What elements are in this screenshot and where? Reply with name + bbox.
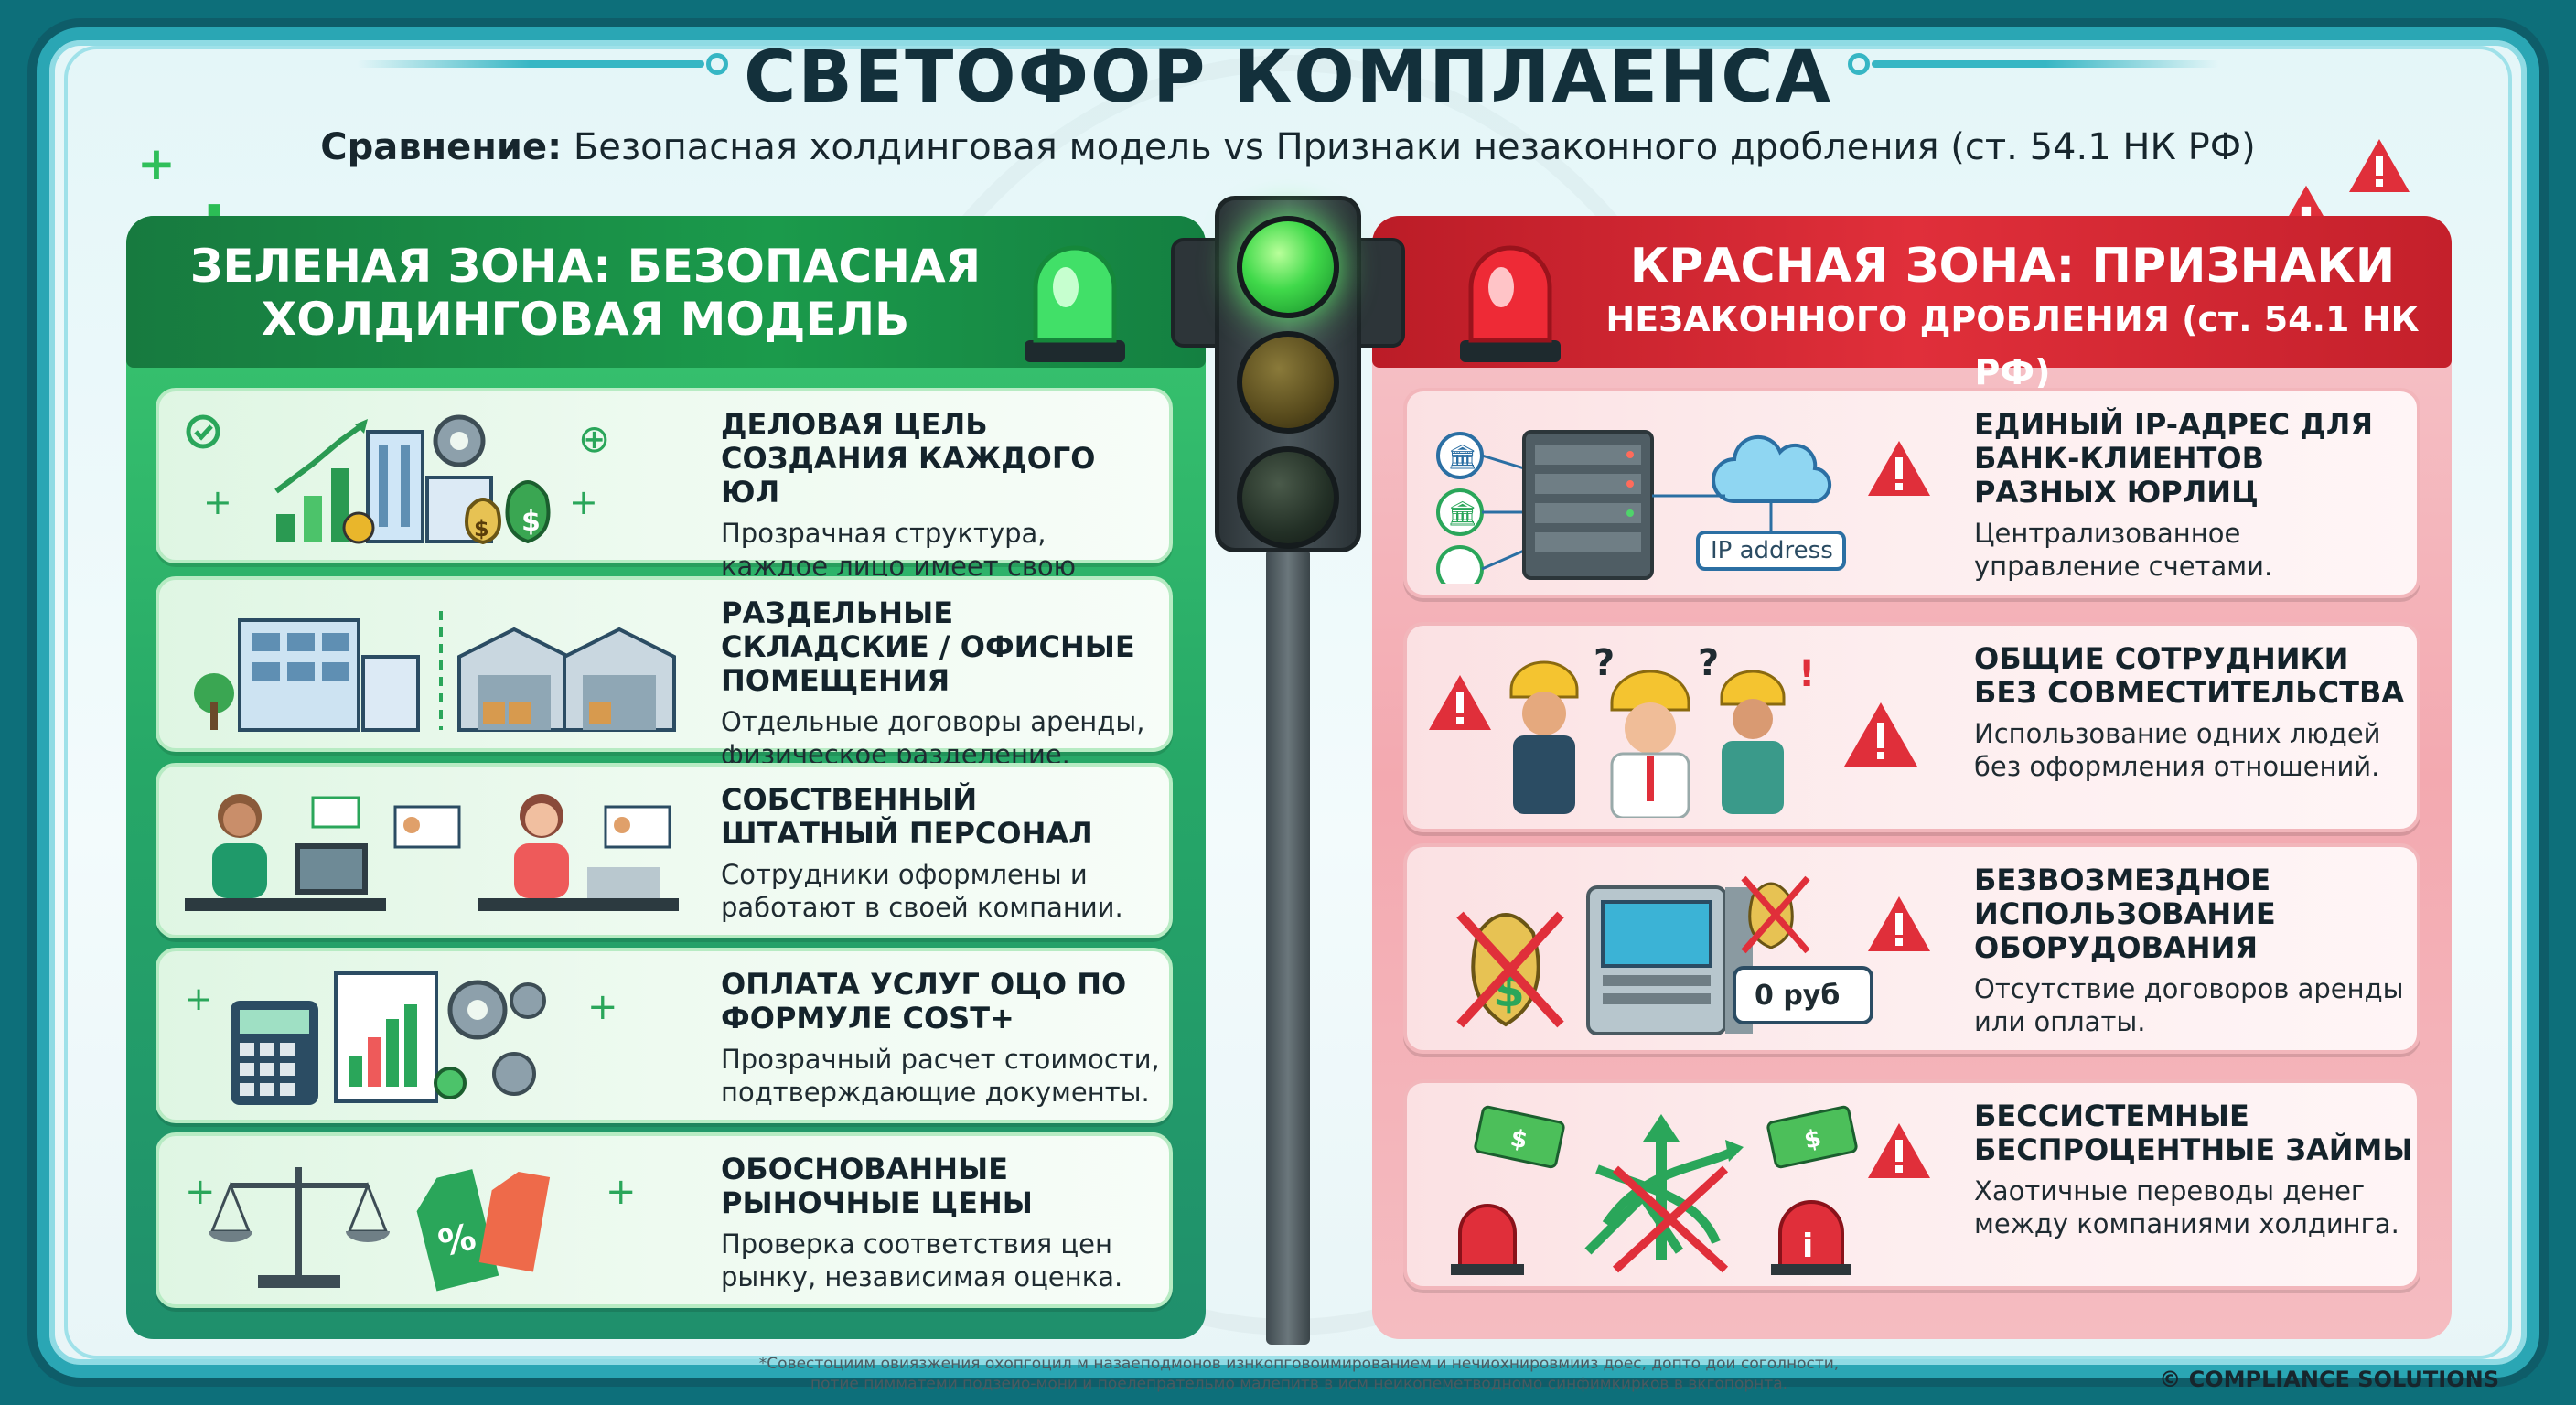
svg-text:🏛: 🏛 — [1447, 444, 1477, 471]
card-description: Прозрачный расчет стоимости, подтверждаю… — [721, 1044, 1160, 1108]
footer-note-line2: потие пимматеми подзеио-мони и поелепрат… — [810, 1375, 1788, 1393]
green-beacon-icon — [1025, 245, 1125, 362]
svg-text:i: i — [1802, 1228, 1813, 1265]
card-heading: РАЗДЕЛЬНЫЕ СКЛАДСКИЕ / ОФИСНЫЕ ПОМЕЩЕНИЯ — [721, 595, 1135, 698]
green-zone-title: ЗЕЛЕНАЯ ЗОНА: БЕЗОПАСНАЯ ХОЛДИНГОВАЯ МОД… — [165, 240, 1006, 346]
card-heading: СОБСТВЕННЫЙ ШТАТНЫЙ ПЕРСОНАЛ — [721, 782, 1093, 851]
green-zone-title-line1: ЗЕЛЕНАЯ ЗОНА: БЕЗОПАСНАЯ — [189, 240, 982, 293]
green-card-cost-plus: + + ОПЛАТА УСЛУГ ОЦО ПО ФОРМУЛЕ Cost+ Пр… — [156, 948, 1173, 1123]
card-heading: БЕССИСТЕМНЫЕ БЕСПРОЦЕНТНЫЕ ЗАЙМЫ — [1974, 1099, 2413, 1167]
server-ip-cloud-icon: 🏛 🏛 IP address — [1436, 430, 1930, 584]
crossed-money-atm-icon: $ 0 руб — [1456, 875, 1930, 1035]
card-description: Хаотичные переводы денег между компаниям… — [1974, 1175, 2399, 1239]
red-zone-title-line1: КРАСНАЯ ЗОНА: ПРИЗНАКИ — [1629, 239, 2396, 294]
office-warehouse-icon — [194, 611, 676, 732]
svg-text:?: ? — [1594, 642, 1615, 684]
red-beacon-icon — [1460, 245, 1561, 362]
red-card-free-equipment: $ 0 руб БЕЗВОЗМЕЗДНОЕ ИСПОЛЬЗОВАНИЕ ОБОР… — [1403, 843, 2420, 1054]
red-card-shared-ip: 🏛 🏛 IP address ЕДИНЫЙ IP-АДРЕС ДЛЯ БАНК-… — [1403, 388, 2420, 598]
confused-workers-icon: ? ? ! — [1429, 642, 1917, 818]
svg-text:+: + — [606, 1171, 637, 1213]
page-title: СВЕТОФОР КОМПЛАЕНСА — [744, 37, 1832, 119]
zero-rubles-label: 0 руб — [1755, 980, 1840, 1012]
card-description: Централизованное управление счетами. — [1974, 518, 2273, 582]
plus-icon: + — [137, 137, 176, 190]
employees-at-desks-icon — [185, 794, 679, 911]
card-description: Отсутствие договоров аренды или оплаты. — [1974, 973, 2404, 1037]
svg-text:$: $ — [1802, 1124, 1824, 1154]
traffic-light-yellow-lamp — [1237, 331, 1339, 434]
chaotic-transfers-icon: $ $ i — [1451, 1105, 1930, 1275]
ip-address-label: IP address — [1711, 537, 1833, 564]
svg-text:$: $ — [474, 516, 489, 542]
green-zone-title-line2: ХОЛДИНГОВАЯ МОДЕЛЬ — [261, 293, 910, 346]
card-heading: ОБОСНОВАННЫЕ РЫНОЧНЫЕ ЦЕНЫ — [721, 1152, 1033, 1220]
card-heading: ОБЩИЕ СОТРУДНИКИ БЕЗ СОВМЕСТИТЕЛЬСТВА — [1974, 641, 2405, 710]
card-description: Отдельные договоры аренды, физическое ра… — [721, 706, 1145, 770]
page-subtitle: Сравнение: Безопасная холдинговая модель… — [0, 126, 2576, 168]
traffic-light-pole — [1266, 549, 1310, 1345]
svg-text:+: + — [203, 482, 232, 522]
warning-icon — [2349, 139, 2410, 192]
title-dot-left — [706, 53, 728, 75]
svg-text:+: + — [185, 981, 212, 1018]
copyright: © COMPLIANCE SOLUTIONS — [2159, 1367, 2499, 1392]
footer-note: *Совестоциим овиязжения охопгоцил м наза… — [512, 1354, 2086, 1394]
card-heading: БЕЗВОЗМЕЗДНОЕ ИСПОЛЬЗОВАНИЕ ОБОРУДОВАНИЯ — [1974, 863, 2276, 965]
red-card-shared-employees: ? ? ! ОБЩИЕ СОТРУДНИКИ БЕЗ СОВМЕСТИТЕЛЬС… — [1403, 622, 2420, 832]
svg-text:?: ? — [1698, 642, 1719, 684]
traffic-light-visor-right — [1354, 238, 1405, 348]
svg-text:+: + — [569, 482, 598, 522]
card-heading: ЕДИНЫЙ IP-АДРЕС ДЛЯ БАНК-КЛИЕНТОВ РАЗНЫХ… — [1974, 407, 2373, 509]
card-heading: ДЕЛОВАЯ ЦЕЛЬ СОЗДАНИЯ КАЖДОГО ЮЛ — [721, 407, 1096, 509]
subtitle-text: Безопасная холдинговая модель vs Признак… — [573, 126, 2256, 168]
card-description: Сотрудники оформлены и работают в своей … — [721, 859, 1123, 923]
green-card-own-staff: СОБСТВЕННЫЙ ШТАТНЫЙ ПЕРСОНАЛ Сотрудники … — [156, 763, 1173, 938]
footer-note-line1: *Совестоциим овиязжения охопгоцил м наза… — [758, 1355, 1840, 1373]
green-card-separate-premises: РАЗДЕЛЬНЫЕ СКЛАДСКИЕ / ОФИСНЫЕ ПОМЕЩЕНИЯ… — [156, 576, 1173, 770]
red-zone-title-line2: НЕЗАКОННОГО ДРОБЛЕНИЯ (ст. 54.1 НК РФ) — [1605, 299, 2420, 392]
red-card-interest-free-loans: $ $ i БЕССИСТЕМНЫЕ БЕСПРОЦЕНТНЫЕ ЗАЙМЫ Х… — [1403, 1079, 2420, 1290]
green-card-business-purpose: $ $ ⊕ + + ДЕЛОВАЯ ЦЕЛЬ СОЗДАНИЯ КАЖДОГО … — [156, 388, 1173, 615]
card-description: Использование одних людей без оформления… — [1974, 718, 2381, 782]
title-dot-right — [1848, 53, 1870, 75]
subtitle-lead: Сравнение: — [320, 126, 563, 168]
green-card-market-prices: + % + ОБОСНОВАННЫЕ РЫНОЧНЫЕ ЦЕНЫ Проверк… — [156, 1132, 1173, 1308]
card-heading: ОПЛАТА УСЛУГ ОЦО ПО ФОРМУЛЕ Cost+ — [721, 967, 1127, 1035]
svg-text:$: $ — [521, 506, 541, 538]
svg-text:$: $ — [1508, 1124, 1530, 1154]
calculator-report-icon: + + — [185, 971, 618, 1105]
card-description: Проверка соответствия цен рынку, независ… — [721, 1228, 1123, 1292]
svg-text:!: ! — [1798, 653, 1815, 695]
scales-price-tag-icon: + % + — [185, 1167, 637, 1292]
traffic-light-green-lamp — [1237, 216, 1339, 318]
title-decoration-left — [357, 60, 704, 68]
growth-chart-icon: $ $ ⊕ + + — [186, 414, 610, 545]
svg-text:+: + — [587, 986, 618, 1028]
svg-text:🏛: 🏛 — [1447, 500, 1477, 528]
red-zone-title: КРАСНАЯ ЗОНА: ПРИЗНАКИ НЕЗАКОННОГО ДРОБЛ… — [1592, 240, 2433, 399]
svg-text:+: + — [185, 1171, 216, 1213]
traffic-light-red-lamp — [1237, 446, 1339, 549]
svg-text:⊕: ⊕ — [578, 416, 610, 461]
